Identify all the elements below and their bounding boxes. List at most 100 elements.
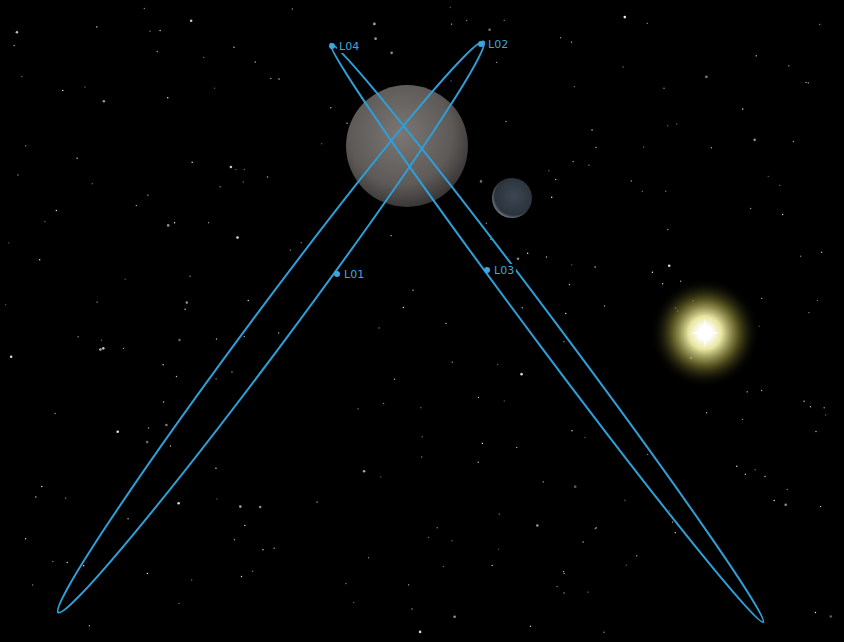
star <box>136 205 137 206</box>
star <box>548 170 549 171</box>
star <box>422 436 423 437</box>
star <box>244 525 245 526</box>
star <box>563 592 564 593</box>
star <box>491 565 492 566</box>
moon <box>492 178 532 218</box>
star <box>167 97 168 98</box>
star <box>647 23 648 24</box>
star <box>800 256 801 257</box>
star <box>563 341 564 342</box>
star <box>482 443 483 444</box>
star <box>820 506 821 507</box>
orbit-ellipse <box>320 36 773 630</box>
star <box>273 547 274 548</box>
star <box>668 264 671 267</box>
star <box>25 538 26 539</box>
star <box>149 30 150 31</box>
star <box>571 430 572 431</box>
star <box>520 373 523 376</box>
orbit-point <box>484 267 490 273</box>
star <box>374 37 377 40</box>
star <box>216 498 217 499</box>
star <box>560 37 561 38</box>
star <box>123 348 124 349</box>
star <box>215 378 216 379</box>
star <box>231 371 232 372</box>
star <box>178 603 179 604</box>
star <box>259 506 262 509</box>
star <box>252 571 253 572</box>
star <box>595 528 596 529</box>
star <box>52 561 53 562</box>
star <box>536 524 539 527</box>
star <box>453 616 456 619</box>
star <box>83 565 84 566</box>
star <box>595 147 596 148</box>
star <box>147 194 148 195</box>
star <box>642 191 643 192</box>
star <box>761 298 762 299</box>
star <box>569 284 570 285</box>
star <box>378 327 379 328</box>
star <box>5 304 6 305</box>
star <box>565 313 566 314</box>
star <box>563 571 564 572</box>
star <box>239 505 242 508</box>
star <box>255 61 256 62</box>
star <box>412 290 413 291</box>
star <box>522 307 523 308</box>
star <box>357 408 358 409</box>
star <box>216 338 217 339</box>
star <box>497 364 498 365</box>
star <box>390 52 393 55</box>
star <box>779 185 780 186</box>
star <box>705 76 708 79</box>
star <box>278 332 279 333</box>
planet <box>346 85 468 207</box>
star <box>543 481 544 482</box>
star <box>451 540 452 541</box>
star <box>445 323 446 324</box>
star <box>390 235 391 236</box>
star <box>478 397 479 398</box>
star <box>761 390 762 391</box>
star <box>353 602 354 603</box>
star <box>62 90 63 91</box>
star <box>663 88 664 89</box>
star <box>672 521 673 522</box>
orbit-group <box>43 30 774 630</box>
star <box>745 474 746 475</box>
star <box>652 272 653 273</box>
star <box>647 454 648 455</box>
star <box>675 532 676 533</box>
star <box>436 527 437 528</box>
star <box>421 456 422 457</box>
point-label: L02 <box>486 38 510 51</box>
star <box>803 401 804 402</box>
star <box>84 86 85 87</box>
star <box>773 500 774 501</box>
star <box>54 413 55 414</box>
star <box>184 309 185 310</box>
star <box>292 8 293 9</box>
star <box>219 186 220 187</box>
star <box>8 242 9 243</box>
star <box>25 145 26 146</box>
star <box>101 339 102 340</box>
star <box>571 264 572 265</box>
star <box>235 169 236 170</box>
star <box>788 65 789 66</box>
star <box>604 305 605 306</box>
star <box>241 576 242 577</box>
star <box>363 470 366 473</box>
star <box>450 7 451 8</box>
star <box>116 430 119 433</box>
star <box>147 573 148 574</box>
star <box>403 307 404 308</box>
star <box>746 391 747 392</box>
star <box>754 469 755 470</box>
star <box>21 76 22 77</box>
star <box>582 541 583 542</box>
star <box>551 197 552 198</box>
